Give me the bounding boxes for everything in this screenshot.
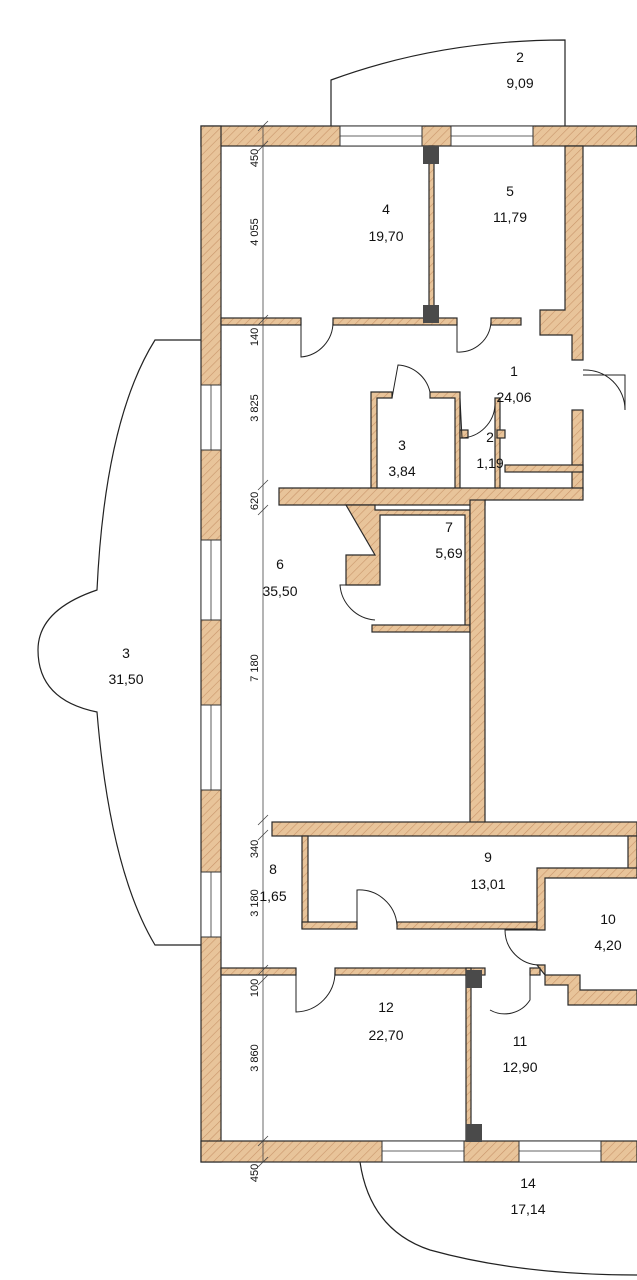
room-6-label: 6 35,50 xyxy=(262,556,297,599)
column xyxy=(466,1124,482,1142)
room-area: 12,90 xyxy=(502,1059,537,1075)
room-number: 3 xyxy=(122,645,130,661)
dimension-label: 620 xyxy=(249,492,261,510)
room-area: 35,50 xyxy=(262,583,297,599)
room-1-label: 1 24,06 xyxy=(496,363,531,405)
dimension-label: 4 055 xyxy=(249,218,261,246)
dimension-label: 100 xyxy=(249,979,261,997)
room-3-label: 3 3,84 xyxy=(388,437,415,479)
room-area: 13,01 xyxy=(470,876,505,892)
room-area: 4,20 xyxy=(594,937,621,953)
windows xyxy=(200,125,602,1163)
dimension-line xyxy=(257,120,269,1168)
room-area: 19,70 xyxy=(368,228,403,244)
column xyxy=(423,146,439,164)
room-number: 9 xyxy=(484,849,492,865)
room-number: 8 xyxy=(269,861,277,877)
room-5-label: 5 11,79 xyxy=(493,183,527,225)
room-area: 31,50 xyxy=(108,671,143,687)
dimension-label: 140 xyxy=(249,328,261,346)
column xyxy=(466,970,482,988)
room-number: 11 xyxy=(513,1033,528,1049)
balcony-14-outline xyxy=(359,1161,637,1276)
room-area: 17,14 xyxy=(510,1201,545,1217)
dimension-label: 3 825 xyxy=(249,394,261,422)
room-number: 2 xyxy=(516,49,524,65)
room-number: 1 xyxy=(510,363,518,379)
dimension-label: 3 860 xyxy=(249,1044,261,1072)
room-number: 4 xyxy=(382,201,390,217)
dimension-label: 450 xyxy=(249,1164,261,1182)
room-10-label: 10 4,20 xyxy=(594,911,621,953)
balcony-2-outline xyxy=(330,39,566,127)
room-area: 22,70 xyxy=(368,1027,403,1043)
dimension-label: 340 xyxy=(249,840,261,858)
room-area: 5,69 xyxy=(435,545,462,561)
dimension-labels: 450 4 055 140 3 825 620 7 180 340 3 180 … xyxy=(249,149,261,1182)
balcony-14-label: 14 17,14 xyxy=(510,1175,545,1217)
room-number: 7 xyxy=(445,519,453,535)
room-area: 24,06 xyxy=(496,389,531,405)
column xyxy=(423,305,439,323)
room-area: 1,19 xyxy=(476,455,503,471)
room-2-label: 2 1,19 xyxy=(476,429,503,471)
room-11-label: 11 12,90 xyxy=(502,1033,537,1075)
dimension-label: 7 180 xyxy=(249,654,261,682)
room-number: 2 xyxy=(486,429,494,445)
room-number: 6 xyxy=(276,556,284,572)
balcony-2-label: 2 9,09 xyxy=(506,49,533,91)
room-area: 9,09 xyxy=(506,75,533,91)
doors xyxy=(295,321,626,1015)
dimension-label: 450 xyxy=(249,149,261,167)
room-8-label: 8 1,65 xyxy=(259,861,286,904)
interior-walls xyxy=(220,145,637,1142)
columns xyxy=(423,146,482,1142)
balcony-3-outline xyxy=(37,339,202,946)
room-number: 5 xyxy=(506,183,514,199)
room-12-label: 12 22,70 xyxy=(368,999,403,1043)
room-4-label: 4 19,70 xyxy=(368,201,403,244)
room-area: 1,65 xyxy=(259,888,286,904)
dimension-label: 3 180 xyxy=(249,889,261,917)
room-area: 11,79 xyxy=(493,209,527,225)
balcony-3-label: 3 31,50 xyxy=(108,645,143,687)
room-number: 14 xyxy=(520,1175,536,1191)
room-7-label: 7 5,69 xyxy=(435,519,462,561)
room-number: 10 xyxy=(600,911,616,927)
room-number: 12 xyxy=(378,999,394,1015)
room-number: 3 xyxy=(398,437,406,453)
room-9-label: 9 13,01 xyxy=(470,849,505,892)
room-area: 3,84 xyxy=(388,463,415,479)
